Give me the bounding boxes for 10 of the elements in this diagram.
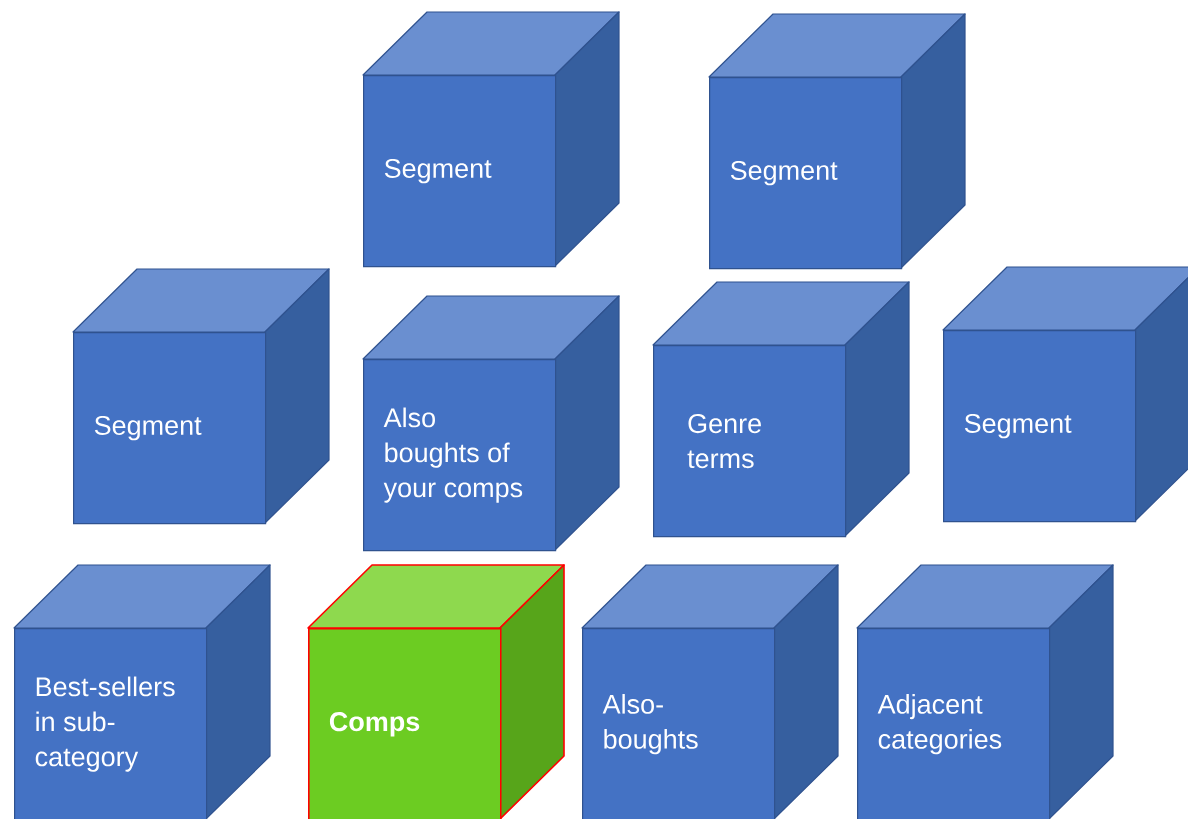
cube: Segment: [942, 266, 1188, 523]
cube: Also-boughts: [581, 564, 839, 819]
cube: Best-sellers in sub-category: [13, 564, 271, 819]
cube: Segment: [362, 11, 620, 268]
cube: Genre terms: [652, 281, 910, 538]
cube: Comps: [307, 564, 565, 819]
cube: Segment: [708, 13, 966, 270]
cube: Also boughts of your comps: [362, 295, 620, 552]
cube: Adjacent categories: [856, 564, 1114, 819]
cube: Segment: [72, 268, 330, 525]
